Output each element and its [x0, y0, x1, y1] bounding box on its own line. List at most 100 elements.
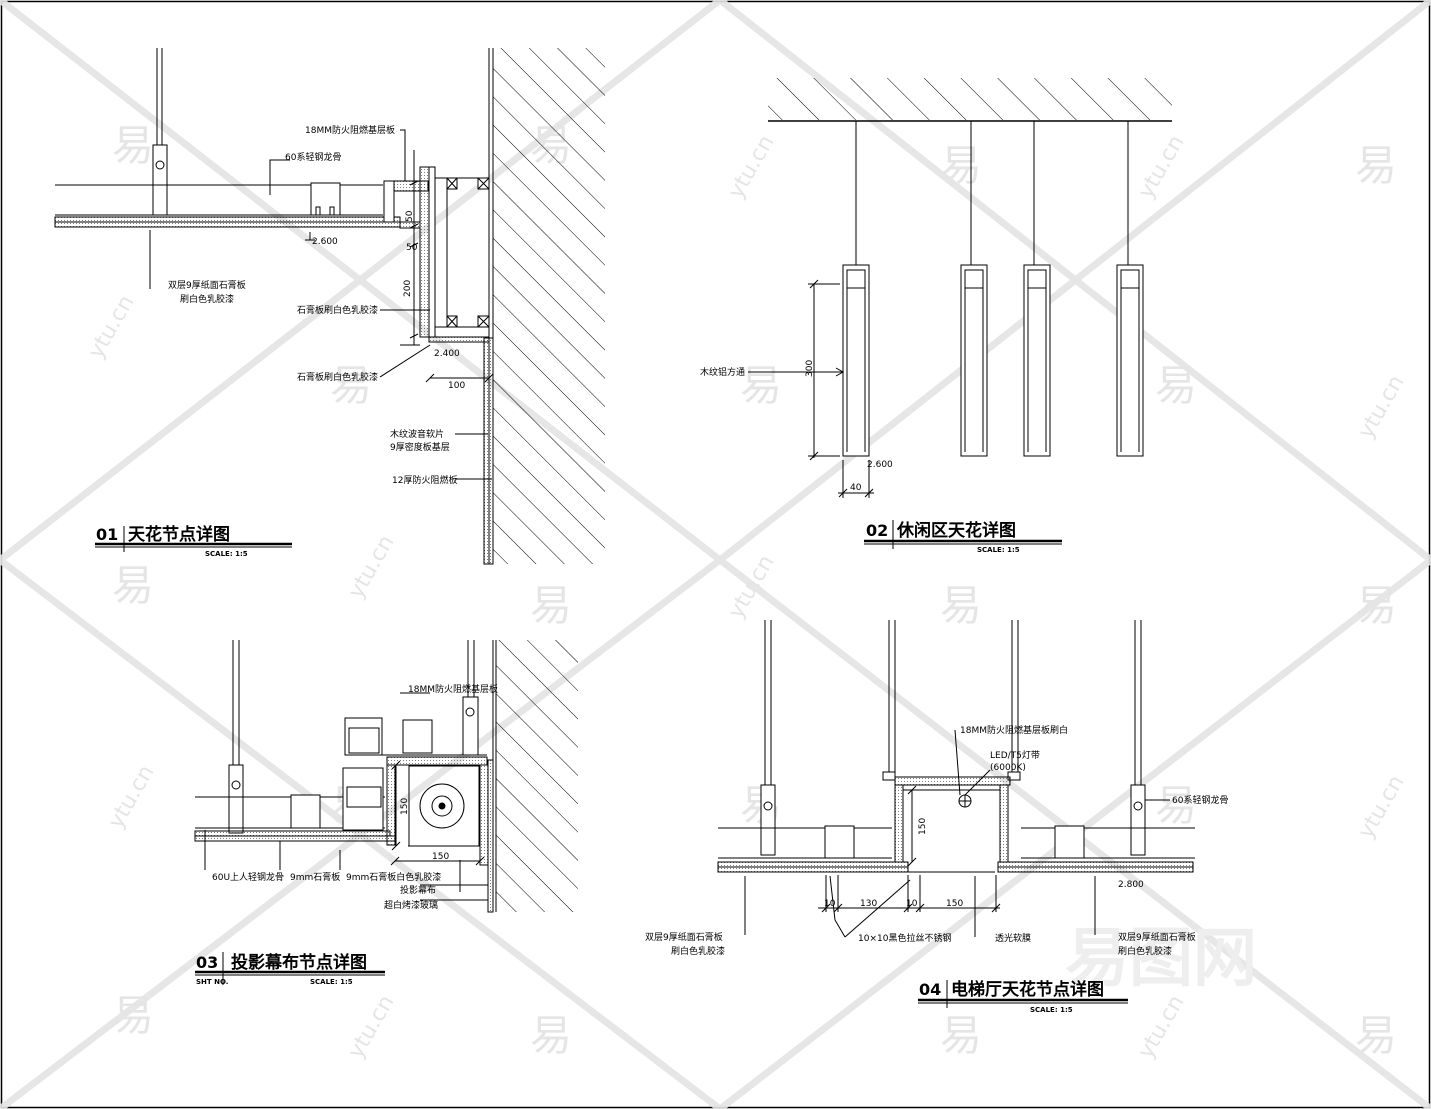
- watermark-glyph: 易: [530, 581, 572, 630]
- tube: [842, 264, 870, 457]
- label-board: 18MM防火阻燃基层板: [305, 124, 395, 136]
- label-gypsum: 9mm石膏板: [290, 871, 340, 883]
- detail-01-text: 18MM防火阻燃基层板 60系轻钢龙骨 双层9厚纸面石膏板 刷白色乳胶漆 石膏板…: [96, 124, 465, 558]
- label-fire-board: 12厚防火阻燃板: [392, 474, 457, 486]
- watermark-site: ytu.cn: [344, 991, 400, 1063]
- detail-number: 03: [196, 953, 218, 972]
- watermark-site: ytu.cn: [1134, 991, 1190, 1063]
- detail-title: 天花节点详图: [128, 524, 230, 545]
- tube: [1023, 264, 1051, 457]
- detail-scale: SCALE: 1:5: [977, 546, 1020, 554]
- detail-02: [748, 78, 1172, 549]
- watermark-site: ytu.cn: [104, 761, 160, 833]
- label-led-1: LED/T5灯带: [990, 750, 1040, 761]
- detail-scale: SCALE: 1:5: [310, 978, 353, 986]
- dim-50b: 50: [406, 243, 418, 253]
- fire-board-layer: [483, 337, 494, 565]
- dim-100: 100: [448, 381, 465, 391]
- detail-04-text: 18MM防火阻燃基层板刷白 LED/T5灯带 (6000K) 60系轻钢龙骨 双…: [645, 724, 1228, 1014]
- detail-title: 休闲区天花详图: [896, 520, 1016, 541]
- dim-10a: 10: [824, 899, 836, 909]
- watermark-site: ytu.cn: [1354, 771, 1410, 843]
- watermark-glyph: 易: [1355, 1011, 1397, 1060]
- label-film: 透光软膜: [995, 932, 1031, 944]
- label-gyp-r1: 双层9厚纸面石膏板: [1118, 931, 1196, 943]
- dim-150h: 150: [432, 852, 449, 862]
- slab-hatch: [768, 78, 1172, 120]
- watermark-glyph: 易: [112, 121, 154, 170]
- dim-300: 300: [805, 360, 815, 377]
- watermark-site: ytu.cn: [724, 131, 780, 203]
- watermark-site: ytu.cn: [724, 551, 780, 623]
- detail-04: [717, 620, 1195, 1008]
- tube: [960, 264, 988, 457]
- level-2800: 2.800: [1118, 880, 1144, 890]
- watermark-glyph: 易: [940, 141, 982, 190]
- watermark-brand: 易图网: [1065, 922, 1257, 996]
- dim-150v: 150: [918, 818, 928, 835]
- watermark-site: ytu.cn: [84, 291, 140, 363]
- label-steel: 10×10黑色拉丝不锈钢: [858, 932, 951, 944]
- detail-title: 投影幕布节点详图: [231, 952, 367, 973]
- label-gypsum-paint: 9mm石膏板白色乳胶漆: [346, 871, 441, 883]
- detail-03: [194, 640, 578, 985]
- dim-50a: 50: [405, 210, 415, 222]
- detail-01: [54, 48, 605, 565]
- label-gypsum-a: 双层9厚纸面石膏板: [168, 279, 246, 291]
- dim-200: 200: [403, 280, 413, 297]
- watermark-glyph: 易: [1355, 141, 1397, 190]
- label-gyp-l2: 刷白色乳胶漆: [671, 945, 725, 957]
- level-2600: 2.600: [867, 460, 893, 470]
- hanger-clip: [152, 144, 168, 216]
- label-soft-1: 木纹波音软片: [390, 428, 444, 440]
- watermark-glyph: 易: [940, 581, 982, 630]
- label-tube: 木纹铝方通: [700, 366, 745, 378]
- label-gyp-l1: 双层9厚纸面石膏板: [645, 931, 723, 943]
- dim-40: 40: [850, 483, 862, 493]
- watermark-glyph: 易: [112, 991, 154, 1040]
- detail-scale: SCALE: 1:5: [205, 550, 248, 558]
- label-gyp-r2: 刷白色乳胶漆: [1118, 945, 1172, 957]
- detail-number: 02: [866, 521, 888, 540]
- watermark-glyph: 易: [1355, 581, 1397, 630]
- label-keel: 60系轻钢龙骨: [1172, 794, 1228, 806]
- keel-profile: [310, 182, 341, 216]
- tube: [1116, 264, 1144, 457]
- gypsum-board: [54, 216, 401, 223]
- dim-130: 130: [860, 899, 877, 909]
- wall-hatch: [496, 640, 578, 912]
- watermark-glyph: 易: [740, 361, 782, 410]
- label-screen: 投影幕布: [400, 884, 436, 896]
- label-board: 18MM防火阻燃基层板刷白: [960, 724, 1068, 736]
- label-board: 18MM防火阻燃基层板: [408, 683, 498, 695]
- dim-150h: 150: [946, 899, 963, 909]
- label-keel: 60U上人轻钢龙骨: [212, 871, 284, 883]
- watermark-glyph: 易: [330, 361, 372, 410]
- detail-number: 01: [96, 525, 118, 544]
- watermark-site: ytu.cn: [344, 531, 400, 603]
- watermark-site: ytu.cn: [1134, 131, 1190, 203]
- dim-150v: 150: [400, 798, 410, 815]
- detail-scale: SCALE: 1:5: [1030, 1006, 1073, 1014]
- watermark-glyph: 易: [1155, 361, 1197, 410]
- label-led-2: (6000K): [990, 763, 1026, 773]
- detail-title: 电梯厅天花节点详图: [951, 979, 1104, 1000]
- detail-02-text: 木纹铝方通 300 40 2.600 02 休闲区天花详图 SCALE: 1:5: [700, 360, 1020, 554]
- label-keel: 60系轻钢龙骨: [285, 151, 341, 163]
- label-soft-2: 9厚密度板基层: [390, 441, 450, 453]
- watermark-glyph: 易: [530, 1011, 572, 1060]
- detail-03-text: 18MM防火阻燃基层板 60U上人轻钢龙骨 9mm石膏板 9mm石膏板白色乳胶漆…: [196, 683, 498, 986]
- label-gypsum-b: 刷白色乳胶漆: [180, 293, 234, 305]
- label-beam: 超白烤漆玻璃: [384, 899, 438, 911]
- watermark-glyph: 易: [940, 1011, 982, 1060]
- watermark-glyph: 易: [112, 561, 154, 610]
- level-2600: 2.600: [312, 237, 338, 247]
- detail-number: 04: [919, 980, 941, 999]
- detail-sht: SHT NO.: [196, 978, 228, 986]
- label-paint-1: 石膏板刷白色乳胶漆: [297, 304, 378, 316]
- level-2400: 2.400: [434, 349, 460, 359]
- dim-10b: 10: [906, 899, 918, 909]
- wall-hatch: [493, 48, 605, 564]
- watermark-glyph: 易: [1155, 781, 1197, 830]
